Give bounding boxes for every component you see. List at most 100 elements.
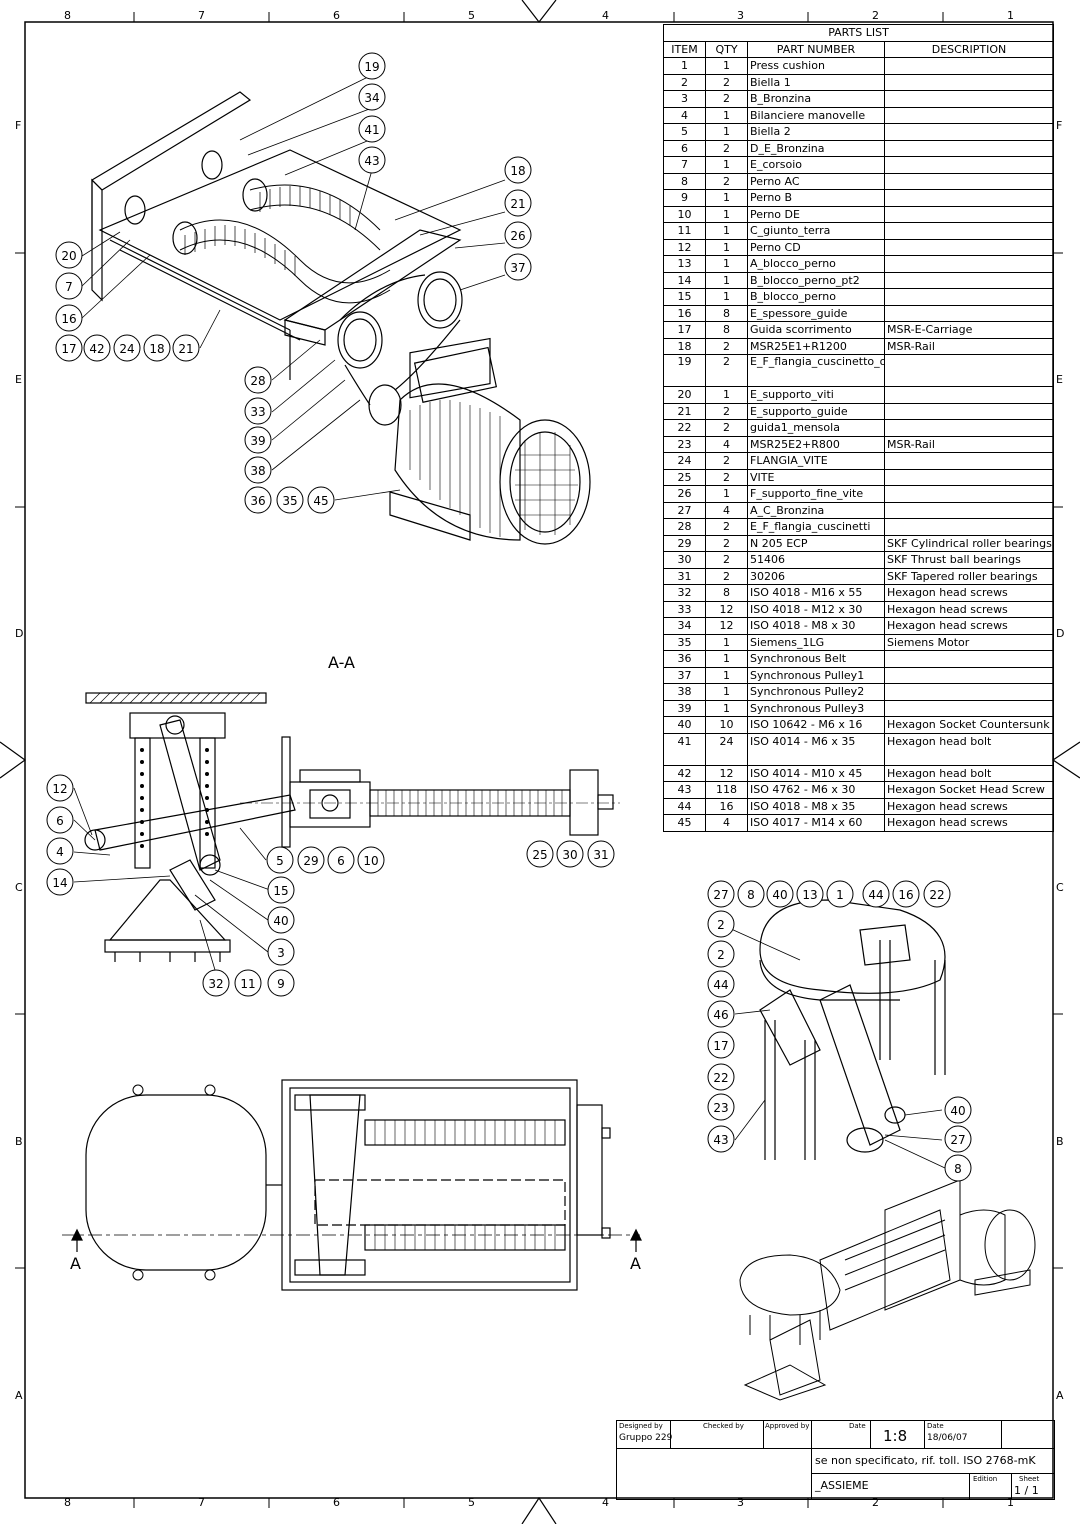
item-cell: 31 xyxy=(663,567,706,585)
balloon-label: 17 xyxy=(61,342,76,356)
balloon-label: 38 xyxy=(250,464,265,478)
date2-label: Date xyxy=(927,1422,944,1430)
zone-col-label: 8 xyxy=(64,9,71,22)
description-cell: Hexagon head screws xyxy=(883,600,1055,618)
description-cell xyxy=(883,271,1055,289)
plan-view xyxy=(62,1079,642,1291)
part-number-cell: D_E_Bronzina xyxy=(747,139,885,157)
item-cell: 43 xyxy=(663,781,706,799)
balloon-label: 15 xyxy=(273,884,288,898)
balloon-label: 46 xyxy=(713,1008,728,1022)
qty-cell: 2 xyxy=(705,402,748,420)
zone-row-label: E xyxy=(1056,373,1063,386)
zone-row-label: D xyxy=(1056,627,1065,640)
balloon-label: 34 xyxy=(364,91,379,105)
description-cell xyxy=(883,106,1055,124)
part-balloons: 19 34 41 43 18 21 26 37 20 7 16 17 42 24… xyxy=(46,52,972,1182)
item-cell: 1 xyxy=(663,57,706,75)
item-cell: 44 xyxy=(663,797,706,815)
part-number-cell: Synchronous Pulley2 xyxy=(747,683,885,701)
part-number-cell: ISO 4018 - M12 x 30 xyxy=(747,600,885,618)
balloon-label: 43 xyxy=(364,154,379,168)
qty-cell: 2 xyxy=(705,518,748,536)
item-cell: 8 xyxy=(663,172,706,190)
balloon-label: 32 xyxy=(208,977,223,991)
qty-cell: 4 xyxy=(705,814,748,832)
item-cell: 32 xyxy=(663,584,706,602)
scale-value: 1:8 xyxy=(883,1427,908,1445)
part-number-cell: Perno CD xyxy=(747,238,885,256)
item-cell: 26 xyxy=(663,485,706,503)
balloon-label: 22 xyxy=(713,1071,728,1085)
item-cell: 20 xyxy=(663,386,706,404)
item-cell: 25 xyxy=(663,468,706,486)
qty-cell: 10 xyxy=(705,716,748,734)
qty-cell: 1 xyxy=(705,106,748,124)
description-cell: Hexagon head screws xyxy=(883,814,1055,832)
qty-cell: 2 xyxy=(705,567,748,585)
balloon-label: 24 xyxy=(119,342,134,356)
item-cell: 22 xyxy=(663,419,706,437)
zone-col-label: 1 xyxy=(1007,9,1014,22)
balloon-label: 41 xyxy=(364,123,379,137)
item-cell: 45 xyxy=(663,814,706,832)
part-number-cell: FLANGIA_VITE xyxy=(747,452,885,470)
zone-col-label: 3 xyxy=(737,1496,744,1509)
qty-cell: 1 xyxy=(705,666,748,684)
qty-cell: 1 xyxy=(705,271,748,289)
description-cell: Hexagon Socket Head Screw xyxy=(883,781,1055,799)
qty-cell: 1 xyxy=(705,699,748,717)
part-number-cell: F_supporto_fine_vite xyxy=(747,485,885,503)
description-cell: Hexagon head screws xyxy=(883,797,1055,815)
qty-cell: 4 xyxy=(705,435,748,453)
qty-cell: 1 xyxy=(705,189,748,207)
item-cell: 42 xyxy=(663,764,706,782)
item-cell: 17 xyxy=(663,321,706,339)
checked-by-label: Checked by xyxy=(703,1422,744,1430)
part-number-cell: ISO 4018 - M8 x 30 xyxy=(747,617,885,635)
zone-row-label: F xyxy=(1056,119,1063,132)
zone-row-label: E xyxy=(15,373,22,386)
item-cell: 38 xyxy=(663,683,706,701)
description-cell xyxy=(883,354,1055,387)
qty-cell: 1 xyxy=(705,238,748,256)
part-number-cell: E_supporto_guide xyxy=(747,402,885,420)
part-number-cell: E_supporto_viti xyxy=(747,386,885,404)
balloon-label: 30 xyxy=(562,848,577,862)
qty-cell: 8 xyxy=(705,321,748,339)
date-value: 18/06/07 xyxy=(927,1433,968,1443)
part-number-cell: 30206 xyxy=(747,567,885,585)
description-cell xyxy=(883,255,1055,273)
description-cell: SKF Tapered roller bearings xyxy=(883,567,1055,585)
item-cell: 16 xyxy=(663,304,706,322)
balloon-label: 22 xyxy=(929,888,944,902)
balloon-label: 20 xyxy=(61,249,76,263)
zone-row-label: B xyxy=(15,1135,23,1148)
date-label: Date xyxy=(849,1422,866,1430)
balloon-label: 25 xyxy=(532,848,547,862)
balloon-label: 42 xyxy=(89,342,104,356)
part-number-cell: ISO 4018 - M8 x 35 xyxy=(747,797,885,815)
description-cell xyxy=(883,699,1055,717)
description-cell xyxy=(883,172,1055,190)
balloon-label: 16 xyxy=(898,888,913,902)
